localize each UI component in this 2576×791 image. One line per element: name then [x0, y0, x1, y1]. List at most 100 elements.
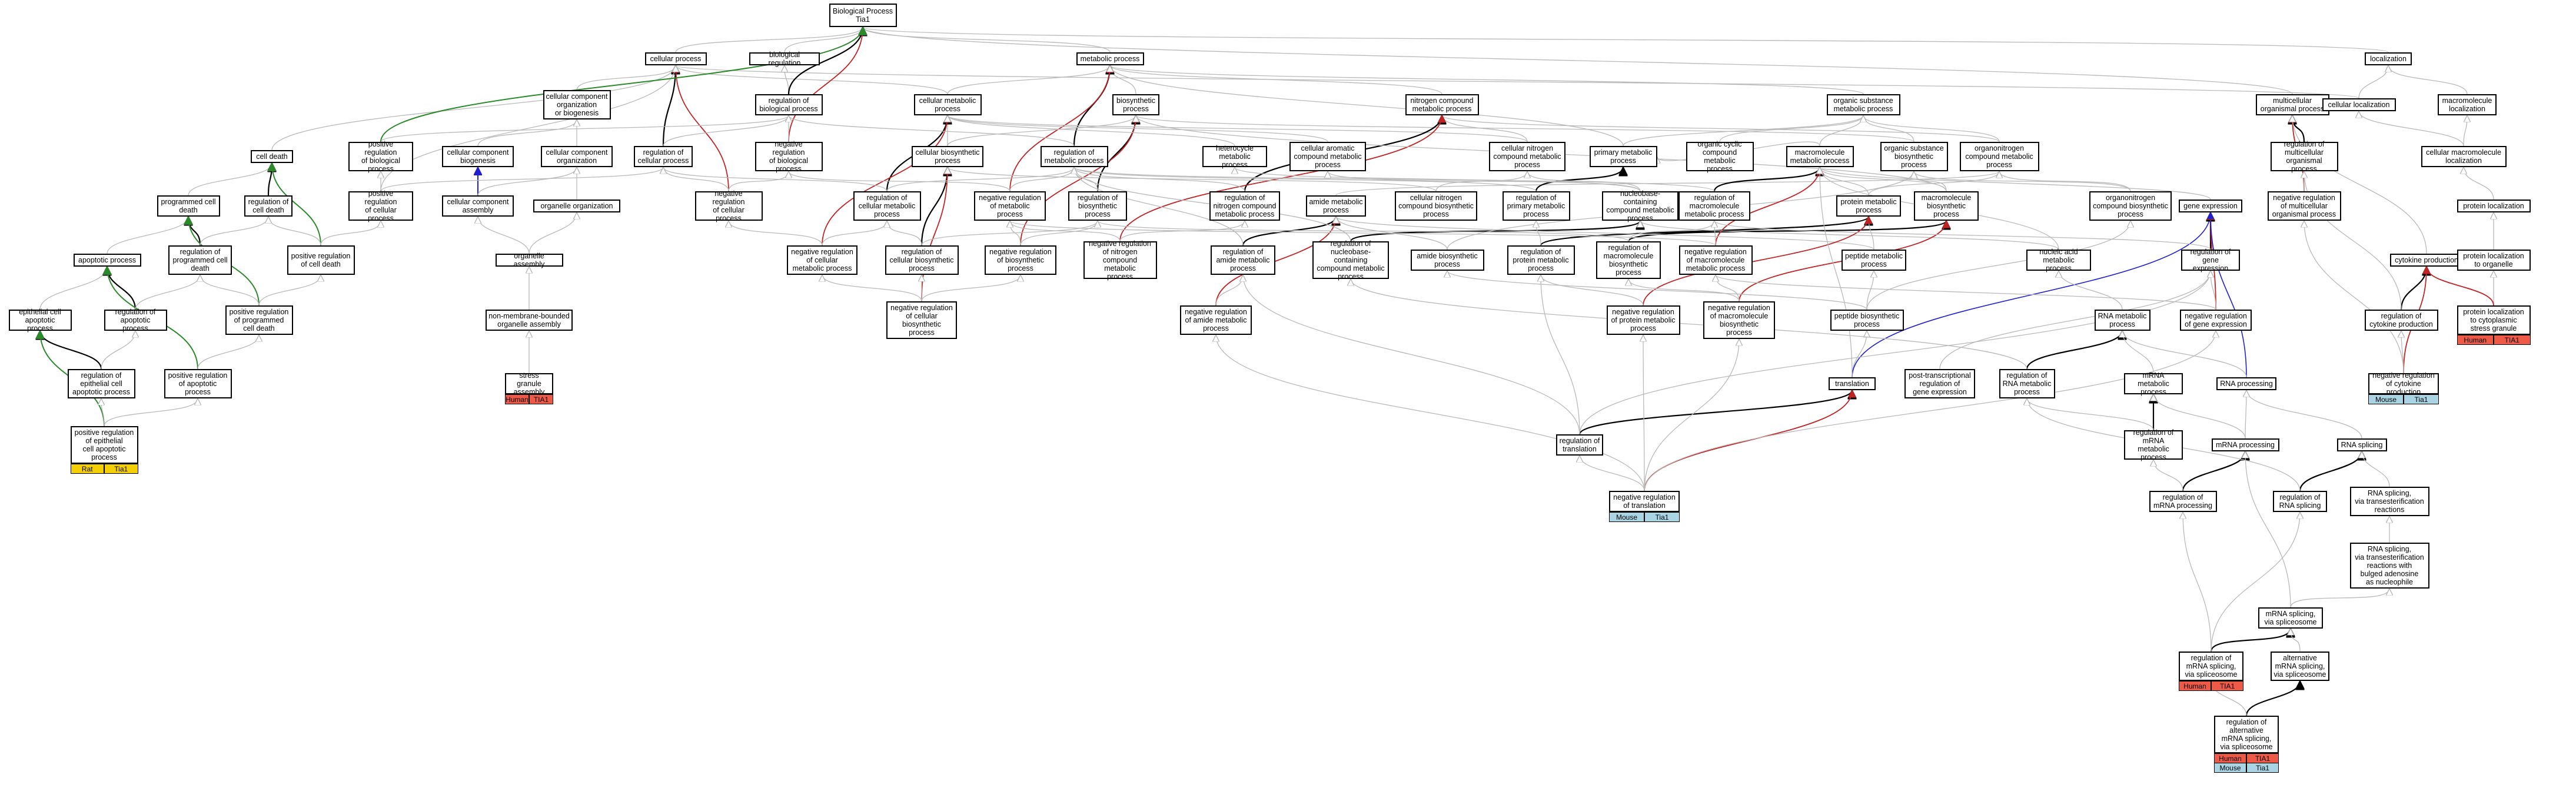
go-term-nrge: negative regulation of gene expression	[2180, 310, 2252, 331]
edge-nramp-to-ramp	[1215, 275, 1243, 306]
go-term-rbsp: regulation of biosynthetic process	[1068, 191, 1127, 221]
go-term-nrmbp: negative regulation of macromolecule bio…	[1703, 301, 1775, 339]
edge-cmloc-to-mloc	[2463, 115, 2467, 147]
go-term-cmloc: cellular macromolecule localization	[2421, 146, 2507, 167]
edge-nramp-to-amp	[1215, 217, 1336, 306]
edge-nrmbp-to-rmbp	[1628, 278, 1740, 302]
edge-prbp-to-bp	[380, 27, 863, 142]
go-term-mp: metabolic process	[1076, 52, 1144, 65]
edge-pepmp-to-amp	[1336, 216, 1874, 250]
go-term-nrtl: negative regulation of translation	[1609, 491, 1680, 512]
go-term-eadp: epithelial cell apoptotic process	[8, 308, 72, 333]
go-term-pcd: programmed cell death	[157, 195, 220, 217]
edge-nrtl-to-nrprmp	[1643, 335, 1644, 491]
edge-cca-to-cco	[477, 167, 577, 196]
edge-prpcd-to-rpcd	[200, 274, 260, 306]
edge-nrcp-to-cp	[676, 65, 729, 192]
go-term-rprmp: regulation of protein metabolic process	[1507, 245, 1575, 275]
edge-cncmp-to-cmp	[948, 115, 1528, 142]
go-term-rcp: regulation of cellular process	[634, 146, 693, 167]
edge-bsp-to-mp	[1110, 65, 1136, 95]
edge-cloc-to-cp	[676, 65, 2359, 99]
go-term-cytp: cytokine production	[2389, 254, 2464, 267]
go-term-breg: biological regulation	[749, 51, 820, 67]
go-term-cco: cellular component organization	[541, 146, 613, 167]
go-term-amrnas: alternative mRNA splicing, via spliceoso…	[2271, 652, 2329, 681]
edge-rtl-to-ramp	[1243, 275, 1580, 435]
go-term-rmrnamp: regulation of mRNA metabolic process	[2124, 428, 2183, 461]
go-term-rmop: regulation of multicellular organismal p…	[2270, 140, 2338, 173]
go-term-nrmmp: negative regulation of macromolecule met…	[1678, 245, 1753, 275]
edge-rmmp-to-macmp	[1713, 167, 1820, 192]
edge-nrcmp-to-nrcp	[729, 220, 823, 246]
go-term-nrprmp: negative regulation of protein metabolic…	[1606, 305, 1680, 335]
go-term-prbp: positive regulation of biological proces…	[348, 140, 413, 173]
go-term-loc: localization	[2365, 52, 2412, 65]
edge-rnamp-to-namp	[2059, 270, 2123, 310]
edge-prpcd-to-prcd	[258, 274, 321, 306]
go-term-rmrnas: regulation of mRNA splicing, via spliceo…	[2179, 652, 2243, 681]
go-term-macmp: macromolecule metabolic process	[1786, 146, 1854, 167]
go-term-bp: Biological Process Tia1	[829, 4, 897, 27]
go-term-nrmop: negative regulation of multicellular org…	[2267, 191, 2341, 221]
edge-occmp-to-osmp	[1719, 115, 1863, 142]
edge-cytp-to-mop	[2292, 115, 2427, 254]
go-term-nrcytp: negative regulation of cytokine producti…	[2368, 371, 2439, 396]
edge-obp-to-onmp	[1999, 171, 2131, 192]
go-term-prpcd: positive regulation of programmed cell d…	[225, 305, 293, 335]
go-term-cncbp: cellular nitrogen compound biosynthetic …	[1395, 191, 1477, 221]
go-term-rmmp: regulation of macromolecule metabolic pr…	[1678, 191, 1750, 221]
edge-amp-to-onmp	[1335, 171, 1999, 196]
go-term-abp: amide biosynthetic process	[1410, 250, 1484, 271]
edge-rtl-to-rprmp	[1541, 275, 1580, 435]
go-term-prap: positive regulation of apoptotic process	[164, 369, 232, 398]
edge-nrcytp-to-nrmop	[2304, 221, 2404, 374]
go-term-rnas: RNA splicing	[2336, 438, 2387, 451]
edge-nrtl-to-tl	[1644, 390, 1852, 491]
edge-mrnamp-to-rnamp	[2122, 331, 2154, 374]
edge-mrnap-to-rnap	[2245, 390, 2246, 439]
go-term-mop: multicellular organismal process	[2255, 94, 2329, 115]
go-term-acmp: cellular aromatic compound metabolic pro…	[1289, 142, 1366, 171]
edge-rtl-to-tl	[1578, 390, 1852, 435]
go-term-rbp: regulation of biological process	[754, 94, 823, 115]
edge-nrmmp-to-nrmp	[1010, 220, 1716, 246]
edge-mloc-to-loc	[2388, 65, 2468, 95]
go-term-nrmp: negative regulation of metabolic process	[974, 191, 1046, 221]
go-term-ramp: regulation of amide metabolic process	[1211, 245, 1275, 275]
edge-nrtl-to-rtl	[1580, 455, 1645, 491]
go-term-nrncmp: negative regulation of nitrogen compound…	[1083, 240, 1157, 281]
go-term-ccob: cellular component organization or bioge…	[543, 90, 611, 119]
go-term-rrnas: regulation of RNA splicing	[2273, 491, 2327, 512]
edge-rmmp-to-rmp	[1074, 167, 1715, 192]
edge-rpcd-to-rcd	[200, 216, 268, 246]
go-term-mrnap: mRNA processing	[2211, 438, 2279, 451]
edge-rcmp-to-rcp	[663, 167, 888, 192]
go-term-occmp: organic cyclic compound metabolic proces…	[1686, 140, 1754, 173]
go-term-rnasb: RNA splicing, via transesterification re…	[2349, 543, 2429, 589]
edge-nrbsp-to-bsp	[1020, 115, 1136, 246]
edge-rprmp-to-prmp	[1540, 215, 1869, 247]
go-term-amp: amide metabolic process	[1306, 195, 1366, 217]
edge-cp-to-bp	[675, 26, 863, 53]
edge-rap-to-rpcd	[135, 274, 200, 310]
go-term-rnap: RNA processing	[2216, 377, 2276, 390]
edge-osbp-to-osmp	[1863, 115, 1914, 142]
edge-prcd-to-prcp	[320, 220, 381, 246]
edge-cncbp-to-cbp	[948, 167, 1437, 192]
go-term-pepbp: peptide biosynthetic process	[1830, 310, 1904, 331]
edge-rmrnap-to-mrnap	[2182, 451, 2245, 491]
go-term-nrbsp: negative regulation of biosynthetic proc…	[985, 245, 1056, 275]
go-term-ge: gene expression	[2179, 200, 2242, 212]
edge-ccb-to-ccob	[477, 119, 577, 147]
edge-rmrnap-to-rmrnamp	[2153, 459, 2183, 491]
edge-nrcp-to-nrbp	[728, 171, 789, 192]
go-term-cloc: cellular localization	[2322, 98, 2396, 111]
gene-tag: Tia1	[2404, 394, 2439, 404]
edge-rcytp-to-cytp	[2400, 266, 2427, 310]
gene-tag: TIA1	[2494, 335, 2531, 345]
edge-oasm-to-oorg	[529, 212, 577, 254]
edge-rrnamp-to-rnamp	[2026, 330, 2122, 370]
edge-nrmbp-to-nrmmp	[1716, 275, 1740, 302]
edge-prcp-to-cp	[380, 65, 676, 192]
